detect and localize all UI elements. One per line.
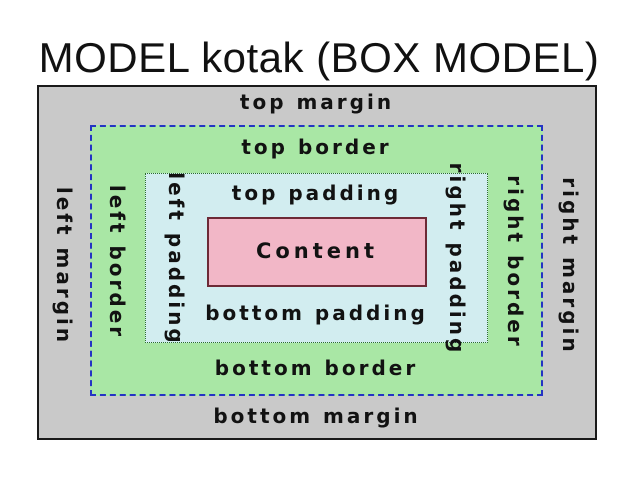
content-label: Content [255,239,379,264]
right-border-label: right border [503,175,527,349]
bottom-border-label: bottom border [214,356,419,380]
right-margin-label: right margin [558,177,582,355]
left-margin-label: left margin [52,186,76,346]
page-title: MODEL kotak (BOX MODEL) [38,34,600,81]
top-padding-label: top padding [231,181,402,205]
left-padding-label: left padding [164,172,188,346]
content-area-box: Content [207,217,427,287]
top-margin-label: top margin [239,90,395,114]
bottom-padding-label: bottom padding [205,301,428,325]
top-border-label: top border [241,135,392,159]
right-padding-label: right padding [445,162,469,356]
bottom-margin-label: bottom margin [213,404,421,428]
left-border-label: left border [105,184,129,340]
